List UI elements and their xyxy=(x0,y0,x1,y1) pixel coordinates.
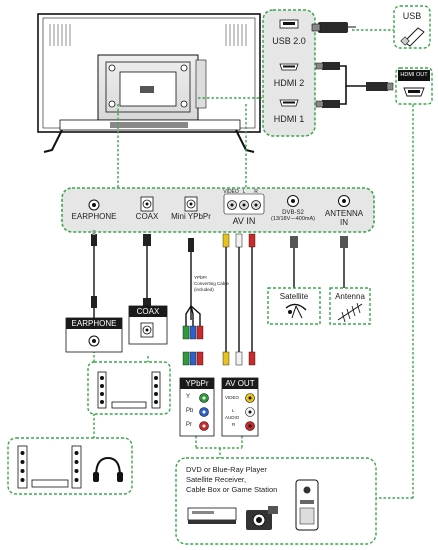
panel-earphone-label: EARPHONE xyxy=(71,212,117,221)
player-box xyxy=(175,457,377,545)
usb-stick xyxy=(311,22,356,33)
av-out-box-title: AV OUT xyxy=(222,378,258,389)
connector-panel xyxy=(61,187,375,233)
av-in-l-label: L xyxy=(242,189,246,195)
usb-device-label: USB xyxy=(402,11,422,21)
av-in-r-label: R xyxy=(254,189,258,195)
hdmi2-port-label: HDMI 2 xyxy=(273,78,305,88)
earphone-box-title: EARPHONE xyxy=(66,318,122,329)
ypbpr-pr-label: Pr xyxy=(186,422,192,428)
cable-note-2: Converting Cable xyxy=(194,281,229,286)
hdmi1-port-label: HDMI 1 xyxy=(273,114,305,124)
player-line-1: DVD or Blue-Ray Player xyxy=(186,465,267,474)
player-line-2: Satellite Receiver, xyxy=(186,475,247,484)
dvb-sub-label: (13/18V—400mA) xyxy=(270,216,316,222)
speaker-icon xyxy=(97,371,107,409)
av-out-r-label: R xyxy=(232,422,236,427)
usb-box xyxy=(393,5,431,49)
usb-port-label: USB 2.0 xyxy=(272,36,306,46)
antenna-label: Antenna xyxy=(335,292,365,301)
antenna-in-label-2: IN xyxy=(340,218,348,227)
hdmi-cables xyxy=(315,62,394,108)
cable-note-1: YPbPr xyxy=(194,275,208,280)
speaker-icon xyxy=(17,445,28,489)
speaker-icon xyxy=(151,371,161,409)
ypbpr-box-title: YPbPr xyxy=(180,378,214,389)
tv-back xyxy=(37,13,261,153)
cable-plugs xyxy=(91,230,348,366)
headphones-icon xyxy=(93,456,123,482)
av-out-video-label: VIDEO xyxy=(225,395,240,400)
av-in-video-label: VIDEO xyxy=(223,189,239,195)
satellite-label: Satellite xyxy=(279,292,309,301)
speaker-icon xyxy=(71,445,82,489)
ypbpr-y-label: Y xyxy=(186,394,191,400)
dvd-player-icon xyxy=(187,507,237,524)
side-port-box xyxy=(262,9,316,137)
speaker-set-small xyxy=(87,361,171,415)
hdmi-out-label: HDMI OUT xyxy=(400,72,428,78)
av-out-l-label: L xyxy=(232,408,235,413)
panel-coax-label: COAX xyxy=(135,212,159,221)
coax-box-title: COAX xyxy=(129,306,167,317)
ypbpr-pb-label: Pb xyxy=(186,408,194,414)
speaker-set-large xyxy=(7,437,133,495)
player-line-3: Cable Box or Game Station xyxy=(186,485,278,494)
panel-av-in-label: AV IN xyxy=(232,216,256,226)
dvb-title-label: DVB-S2 xyxy=(282,210,304,216)
antenna-in-label-1: ANTENNA xyxy=(324,209,364,218)
antenna-box xyxy=(329,287,371,325)
camera-icon xyxy=(246,506,278,530)
satellite-box xyxy=(267,287,321,325)
av-out-audio-label: AUDIO xyxy=(225,415,240,420)
hdmi-out-box xyxy=(395,67,433,105)
cable-note-3: (included) xyxy=(194,287,214,292)
game-console-icon xyxy=(295,479,319,531)
panel-ypbpr-label: Mini YPbPr xyxy=(171,212,211,221)
